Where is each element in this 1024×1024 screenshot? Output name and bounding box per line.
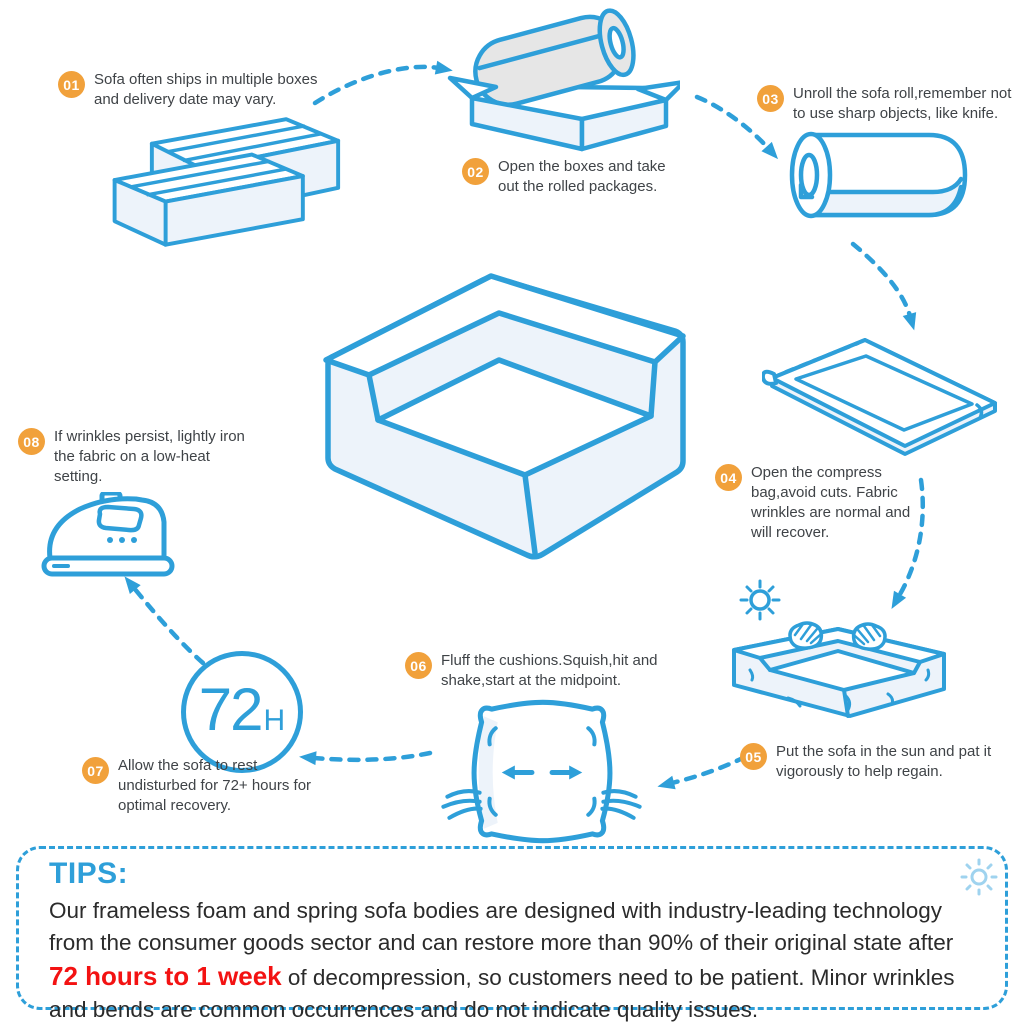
wrinkled-sofa (732, 627, 946, 718)
step-7: 07 Allow the sofa to rest undisturbed fo… (82, 756, 327, 816)
step-2-text: Open the boxes and take out the rolled p… (498, 158, 666, 195)
hand-icon (788, 621, 824, 650)
step-6: 06 Fluff the cushions.Squish,hit and sha… (405, 651, 690, 691)
step-2-badge: 02 (462, 158, 489, 185)
step-8-badge: 08 (18, 428, 45, 455)
arrow-step7-to-step8 (124, 576, 206, 666)
glow-sun-icon (960, 858, 998, 896)
step-8: 08 If wrinkles persist, lightly iron the… (18, 427, 263, 487)
step-4-text: Open the compress bag,avoid cuts. Fabric… (751, 464, 911, 541)
arrow-step1-to-step2 (312, 60, 453, 106)
sofa-roll-icon (789, 131, 968, 219)
corner-sofa-illustration (323, 273, 686, 560)
tips-highlight: 72 hours to 1 week (49, 961, 282, 991)
arrow-step5-to-step6 (657, 754, 748, 790)
timer-72h-badge: 72 H (181, 651, 303, 773)
compress-bag-icon (762, 338, 997, 456)
step-4-badge: 04 (715, 464, 742, 491)
iron-icon (41, 492, 175, 577)
step-8-text: If wrinkles persist, lightly iron the fa… (54, 428, 245, 485)
sun-patting-sofa-icon (732, 579, 946, 718)
step-5-badge: 05 (740, 743, 767, 770)
step-5-text: Put the sofa in the sun and pat it vigor… (776, 743, 992, 780)
step-6-text: Fluff the cushions.Squish,hit and shake,… (441, 652, 658, 689)
tips-body: Our frameless foam and spring sofa bodie… (49, 895, 975, 1024)
timer-hours: 72 (198, 676, 264, 743)
step-4: 04 Open the compress bag,avoid cuts. Fab… (715, 463, 945, 543)
open-box-with-roll-icon (447, 8, 680, 152)
step-6-badge: 06 (405, 652, 432, 679)
arrow-step3-to-step4 (850, 241, 917, 331)
step-3-badge: 03 (757, 85, 784, 112)
shipping-boxes-icon (112, 117, 341, 247)
timer-unit: H (263, 704, 286, 737)
step-7-badge: 07 (82, 757, 109, 784)
step-7-text: Allow the sofa to rest undisturbed for 7… (118, 757, 312, 814)
squeeze-arrows (501, 765, 583, 780)
step-3-text: Unroll the sofa roll,remember not to use… (793, 85, 1012, 122)
arrow-step2-to-step3 (694, 94, 779, 160)
step-1: 01 Sofa often ships in multiple boxes an… (58, 70, 338, 110)
arrow-step6-to-step7 (299, 750, 433, 766)
arrow-step4-to-step5 (891, 477, 926, 609)
pillow-fluff-icon (441, 699, 642, 844)
step-1-badge: 01 (58, 71, 85, 98)
hand-icon (600, 788, 642, 820)
tips-title: TIPS: (49, 857, 129, 890)
tips-box: TIPS: Our frameless foam and spring sofa… (16, 846, 1008, 1022)
tips-text-before: Our frameless foam and spring sofa bodie… (49, 898, 954, 955)
tips-text-after: of decompression, so customers need to b… (49, 965, 955, 1023)
step-5: 05 Put the sofa in the sun and pat it vi… (740, 742, 1020, 782)
step-1-text: Sofa often ships in multiple boxes and d… (94, 71, 318, 108)
step-3: 03 Unroll the sofa roll,remember not to … (757, 84, 1022, 124)
hand-icon (441, 788, 483, 820)
sun-icon (739, 579, 781, 621)
hand-icon (851, 622, 887, 651)
step-2: 02 Open the boxes and take out the rolle… (462, 157, 702, 197)
